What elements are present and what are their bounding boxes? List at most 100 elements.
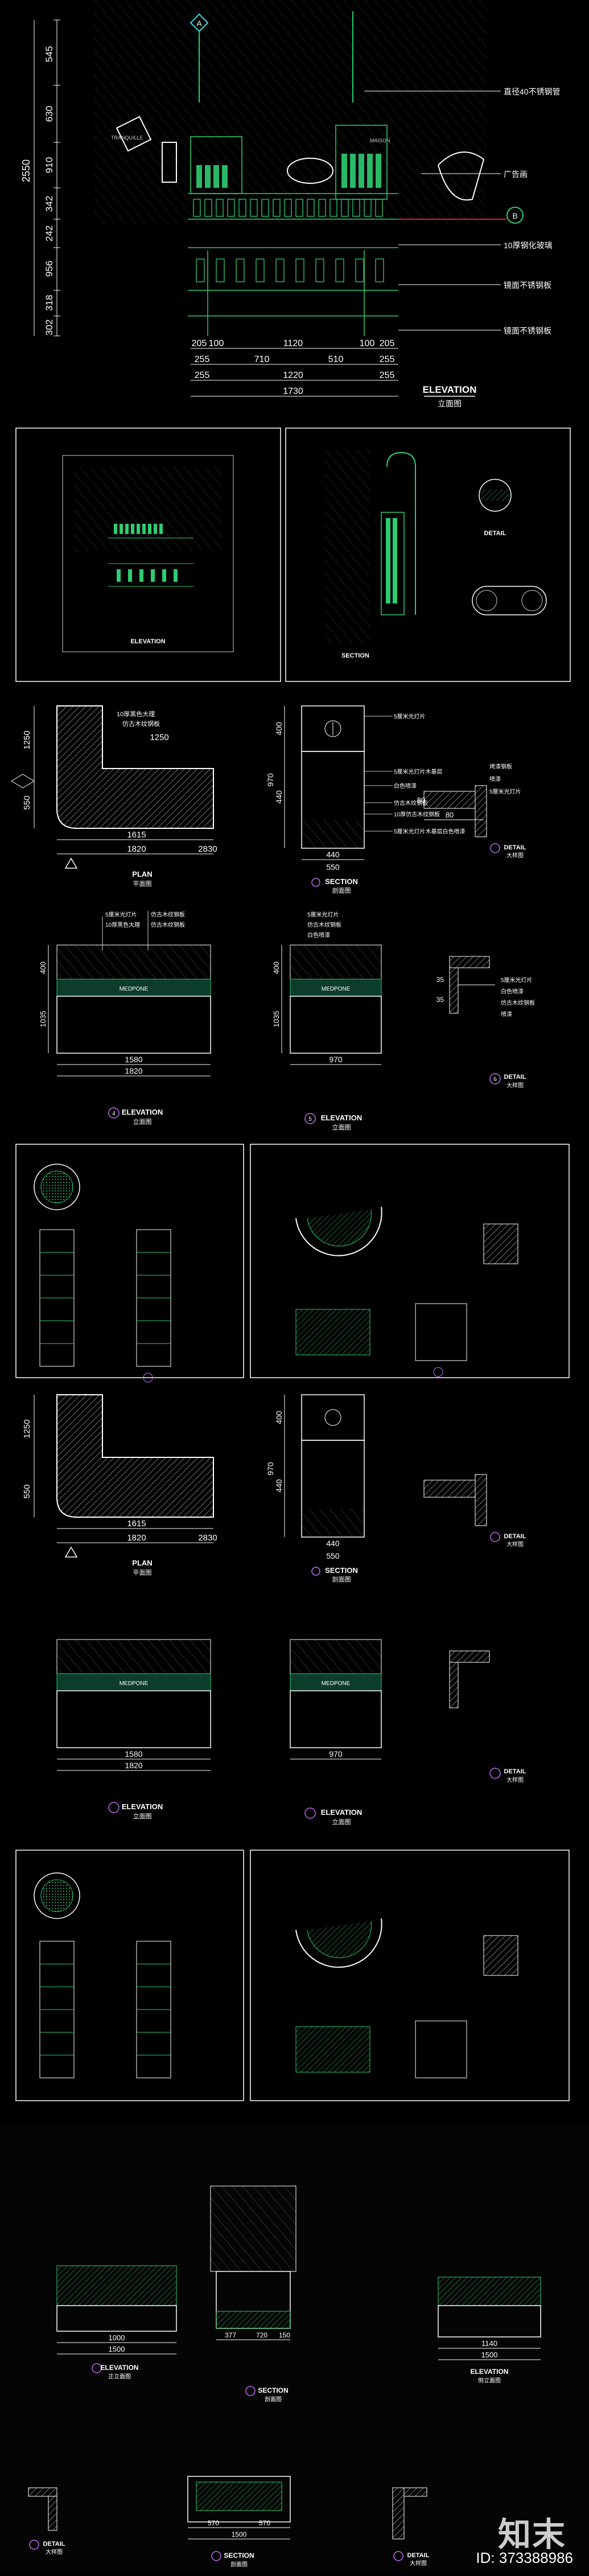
- bt-right-title-cn: 侧立面图: [478, 2377, 501, 2384]
- a-detail2-label-1: 白色喷漆: [501, 988, 524, 995]
- b-front-dim-bottom-0: 1580: [125, 1749, 142, 1759]
- bottom-sheet: 1000 1500 ELEVATION 正立面图 377 720 150 SEC…: [0, 2123, 589, 2573]
- a-front-label-0: 5厘米光灯片: [105, 911, 137, 918]
- b-section-dim-bottom-0: 440: [326, 1539, 340, 1548]
- a-section-label-1: 5厘米光灯片木基层: [394, 768, 443, 775]
- sheet1-callout-2: 10厚钢化玻璃: [504, 241, 553, 250]
- sheet1-total-height: 2550: [20, 159, 32, 182]
- block-a: 1250 550 1250 1615 1820 2830 10厚黑色大理 仿古木…: [11, 705, 535, 1131]
- sheet1-title-en: ELEVATION: [423, 384, 477, 395]
- bt-section-title-cn: 剖面图: [265, 2396, 282, 2403]
- a-detail-dim-1: 80: [417, 796, 425, 804]
- sheet1-w1-4: 205: [380, 339, 395, 348]
- sheet1-product-text-right: MAISON: [370, 138, 390, 143]
- bt-detail-left-title-cn: 大样图: [46, 2548, 63, 2556]
- a-front-dim-bottom-0: 1580: [125, 1055, 142, 1064]
- a-plan-dim-bottom-1: 1820: [127, 844, 146, 854]
- b-section-dim-left-2: 970: [266, 1462, 275, 1476]
- a-plan-title-cn: 平面图: [133, 880, 152, 888]
- a-side-title-en: ELEVATION: [321, 1114, 362, 1122]
- b-section-dim-left-0: 400: [274, 1411, 283, 1424]
- sheet1-w2-2: 510: [328, 355, 344, 364]
- b-plan-dim-bottom-0: 1615: [127, 1519, 146, 1529]
- a-plan-label-1: 仿古木纹钢板: [122, 720, 160, 728]
- bt-section2-dim-2: 1500: [232, 2530, 247, 2538]
- sheet1-height-3: 342: [44, 196, 55, 212]
- a-detail2-label-2: 仿古木纹钢板: [501, 999, 535, 1006]
- a-detail-label-1: 喷漆: [489, 775, 501, 783]
- bt-section2-dim-1: 570: [259, 2519, 270, 2527]
- a-plan-dim-right: 2830: [198, 844, 217, 854]
- a-detail2-title-cn: 大样图: [506, 1082, 524, 1089]
- b-detail2-title-en: DETAIL: [504, 1768, 526, 1775]
- sheet1-marker-b: B: [512, 211, 517, 220]
- sheet1-height-6: 318: [44, 295, 55, 311]
- a-detail-dim-0: 80: [446, 811, 454, 819]
- a-detail2-title-en: DETAIL: [504, 1074, 526, 1080]
- sheet1-w2-3: 255: [380, 355, 395, 364]
- a-section-label-3: 仿古木纹钢板: [394, 799, 428, 807]
- sheet2-panels: ELEVATION SECTION DETAIL: [15, 428, 571, 682]
- a-detail2-label-3: 喷漆: [501, 1010, 512, 1018]
- a-section-dim-left-1: 440: [274, 790, 283, 804]
- sheet1-height-1: 630: [44, 106, 55, 122]
- bt-section-dim-2: 150: [279, 2331, 290, 2339]
- b-side-brand: MEDPONE: [322, 1681, 351, 1687]
- bt-section-title-en: SECTION: [258, 2386, 288, 2394]
- a-section-dim-bottom-0: 440: [326, 850, 340, 859]
- sheet1-title-cn: 立面图: [438, 399, 462, 408]
- watermark-brand: 知末: [497, 2515, 566, 2554]
- a-section-label-2: 白色喷漆: [394, 782, 417, 790]
- sheet1-total-width: 1730: [283, 387, 303, 396]
- sheet2-detail-label: DETAIL: [484, 530, 506, 537]
- b-detail-title-cn: 大样图: [506, 1540, 524, 1548]
- a-side-label-2: 白色喷漆: [307, 931, 330, 939]
- b-section-title-cn: 剖面图: [332, 1575, 351, 1583]
- b-section-dim-left-1: 440: [274, 1479, 283, 1493]
- bt-detail-right-title-en: DETAIL: [407, 2552, 430, 2559]
- b-detail2-title-cn: 大样图: [506, 1776, 524, 1784]
- sheet1-w1-3: 100: [360, 339, 375, 348]
- a-side-label-0: 5厘米光灯片: [307, 911, 339, 918]
- bt-section-dim-0: 377: [225, 2331, 236, 2339]
- b-section-dim-bottom-1: 550: [326, 1551, 340, 1560]
- a-side-dim-left-0: 400: [272, 962, 281, 974]
- b-plan-dim-side-0: 1250: [22, 1419, 32, 1438]
- b-plan-dim-bottom-1: 1820: [127, 1533, 146, 1543]
- b-front-brand: MEDPONE: [120, 1681, 149, 1687]
- sheet1-w3-0: 255: [195, 371, 210, 380]
- a-section-dim-left-2: 970: [266, 773, 275, 787]
- a-front-dim-left-1: 1035: [39, 1011, 47, 1028]
- sheet1-marker-a: A: [196, 19, 202, 28]
- bt-left-dim-0: 1000: [109, 2333, 125, 2342]
- a-side-num: 5: [308, 1116, 312, 1123]
- bt-section2-title-cn: 剖面图: [230, 2561, 248, 2568]
- b-detail-title-en: DETAIL: [504, 1533, 526, 1540]
- sheet1-w2-1: 710: [254, 355, 270, 364]
- a-section-label-4: 10厚仿古木纹钢板: [394, 811, 440, 818]
- a-detail2-num: 6: [493, 1077, 497, 1083]
- sheet1-callout-1: 广告画: [504, 170, 528, 179]
- sheet1-w1-1: 100: [209, 339, 224, 348]
- bt-right-dim-1: 1500: [481, 2351, 498, 2359]
- a-section-label-0: 5厘米光灯片: [394, 713, 426, 720]
- bt-left-title-en: ELEVATION: [101, 2364, 139, 2372]
- a-plan-dim-side-0: 1250: [22, 730, 32, 749]
- sheet1-height-5: 956: [44, 261, 55, 277]
- bt-section2-dim-0: 570: [208, 2519, 219, 2527]
- b-plan-title-cn: 平面图: [133, 1569, 152, 1576]
- sheet1-w3-2: 255: [380, 371, 395, 380]
- b-side-title-cn: 立面图: [332, 1818, 351, 1826]
- sheet1-elevation: 545 630 910 342 242 956 318 302 2550 A T…: [20, 0, 561, 408]
- bt-left-dim-1: 1500: [109, 2345, 125, 2353]
- a-section-dim-bottom-1: 550: [326, 862, 340, 872]
- a-detail2-label-0: 5厘米光灯片: [501, 976, 533, 984]
- a-front-label-2: 10厚黑色大理: [105, 921, 140, 928]
- b-front-title-cn: 立面图: [133, 1812, 152, 1820]
- a-section-label-5: 5厘米光灯片木基层白色喷漆: [394, 828, 466, 835]
- sheet1-height-7: 302: [44, 319, 55, 335]
- a-section-title-en: SECTION: [325, 877, 358, 886]
- a-front-dim-left-0: 400: [39, 962, 47, 974]
- a-detail-title-en: DETAIL: [504, 844, 526, 851]
- a-side-dim-bottom-0: 970: [329, 1055, 343, 1064]
